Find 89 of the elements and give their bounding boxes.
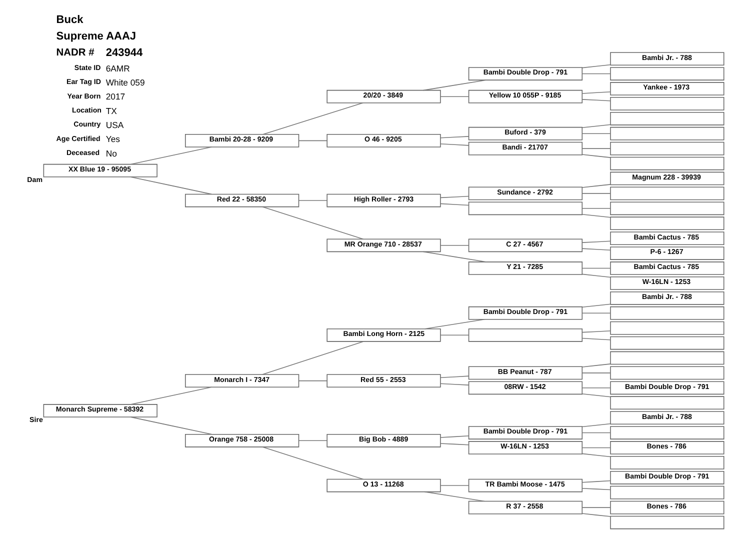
node-box <box>610 216 724 230</box>
connector <box>440 136 469 138</box>
connector <box>581 423 610 428</box>
connector <box>581 214 610 218</box>
label: 6AMR <box>105 63 130 74</box>
connector <box>581 338 610 340</box>
connector <box>581 447 610 448</box>
label: White 059 <box>105 77 144 88</box>
connector <box>261 341 364 375</box>
connector <box>581 453 610 458</box>
label: USA <box>105 120 124 130</box>
connector <box>581 304 610 308</box>
connector <box>424 319 484 330</box>
connector <box>581 364 610 368</box>
node-box <box>610 67 724 80</box>
connector <box>130 176 212 195</box>
connector <box>298 380 327 382</box>
connector <box>440 96 469 97</box>
node-box <box>610 306 724 320</box>
node-box <box>610 516 724 530</box>
connector <box>440 196 469 198</box>
connector <box>130 146 212 165</box>
node-box <box>610 186 724 200</box>
node-box <box>610 202 724 216</box>
connector <box>581 240 610 243</box>
connector <box>130 386 212 405</box>
connector <box>130 416 212 435</box>
connector <box>440 143 469 146</box>
connector <box>581 148 610 149</box>
label: 2017 <box>105 92 125 102</box>
node-box <box>610 336 724 350</box>
label: TX <box>105 106 116 116</box>
connector <box>440 485 469 486</box>
connector <box>581 432 610 434</box>
connector <box>262 446 364 480</box>
label: Yes <box>105 134 120 144</box>
connector <box>581 480 610 483</box>
connector <box>581 393 610 398</box>
connector <box>440 203 469 206</box>
connector <box>581 488 610 490</box>
label: No <box>105 148 116 158</box>
connector <box>581 507 610 508</box>
label: Buck <box>56 14 83 26</box>
connector <box>581 208 610 209</box>
connector <box>581 248 610 251</box>
connector <box>581 133 610 134</box>
connector <box>440 334 469 336</box>
node-box <box>610 486 724 500</box>
connector <box>298 140 327 142</box>
label: Supreme AAAJ <box>56 30 136 42</box>
connector <box>581 184 610 188</box>
connector <box>440 443 469 446</box>
connector <box>262 206 364 240</box>
node-box <box>610 456 724 470</box>
connector <box>262 102 363 135</box>
node-box <box>610 426 724 440</box>
connector <box>581 372 610 374</box>
connector <box>581 124 610 128</box>
connector <box>581 154 610 158</box>
node-box <box>610 351 724 365</box>
connector <box>581 73 610 74</box>
node-box <box>610 126 724 140</box>
connector <box>581 274 610 278</box>
connector <box>298 440 327 442</box>
connector <box>581 64 610 68</box>
node-box <box>610 112 724 126</box>
node-box <box>610 321 724 335</box>
label: NADR # <box>56 48 94 59</box>
connector <box>581 193 610 194</box>
connector <box>440 245 469 246</box>
node-box <box>468 328 582 342</box>
connector <box>581 312 610 314</box>
label: 243944 <box>105 46 142 59</box>
node-box <box>610 396 724 410</box>
connector <box>440 376 469 378</box>
connector <box>581 99 610 102</box>
connector <box>298 200 327 201</box>
connector <box>581 513 610 517</box>
node-box <box>610 142 724 156</box>
connector <box>581 91 610 94</box>
connector <box>581 268 610 269</box>
connector <box>440 436 469 438</box>
node-box <box>468 202 582 216</box>
connector <box>424 491 484 502</box>
node-box <box>610 156 724 170</box>
connector <box>581 330 610 333</box>
node-box <box>610 97 724 110</box>
connector <box>440 383 469 386</box>
node-box <box>610 366 724 380</box>
